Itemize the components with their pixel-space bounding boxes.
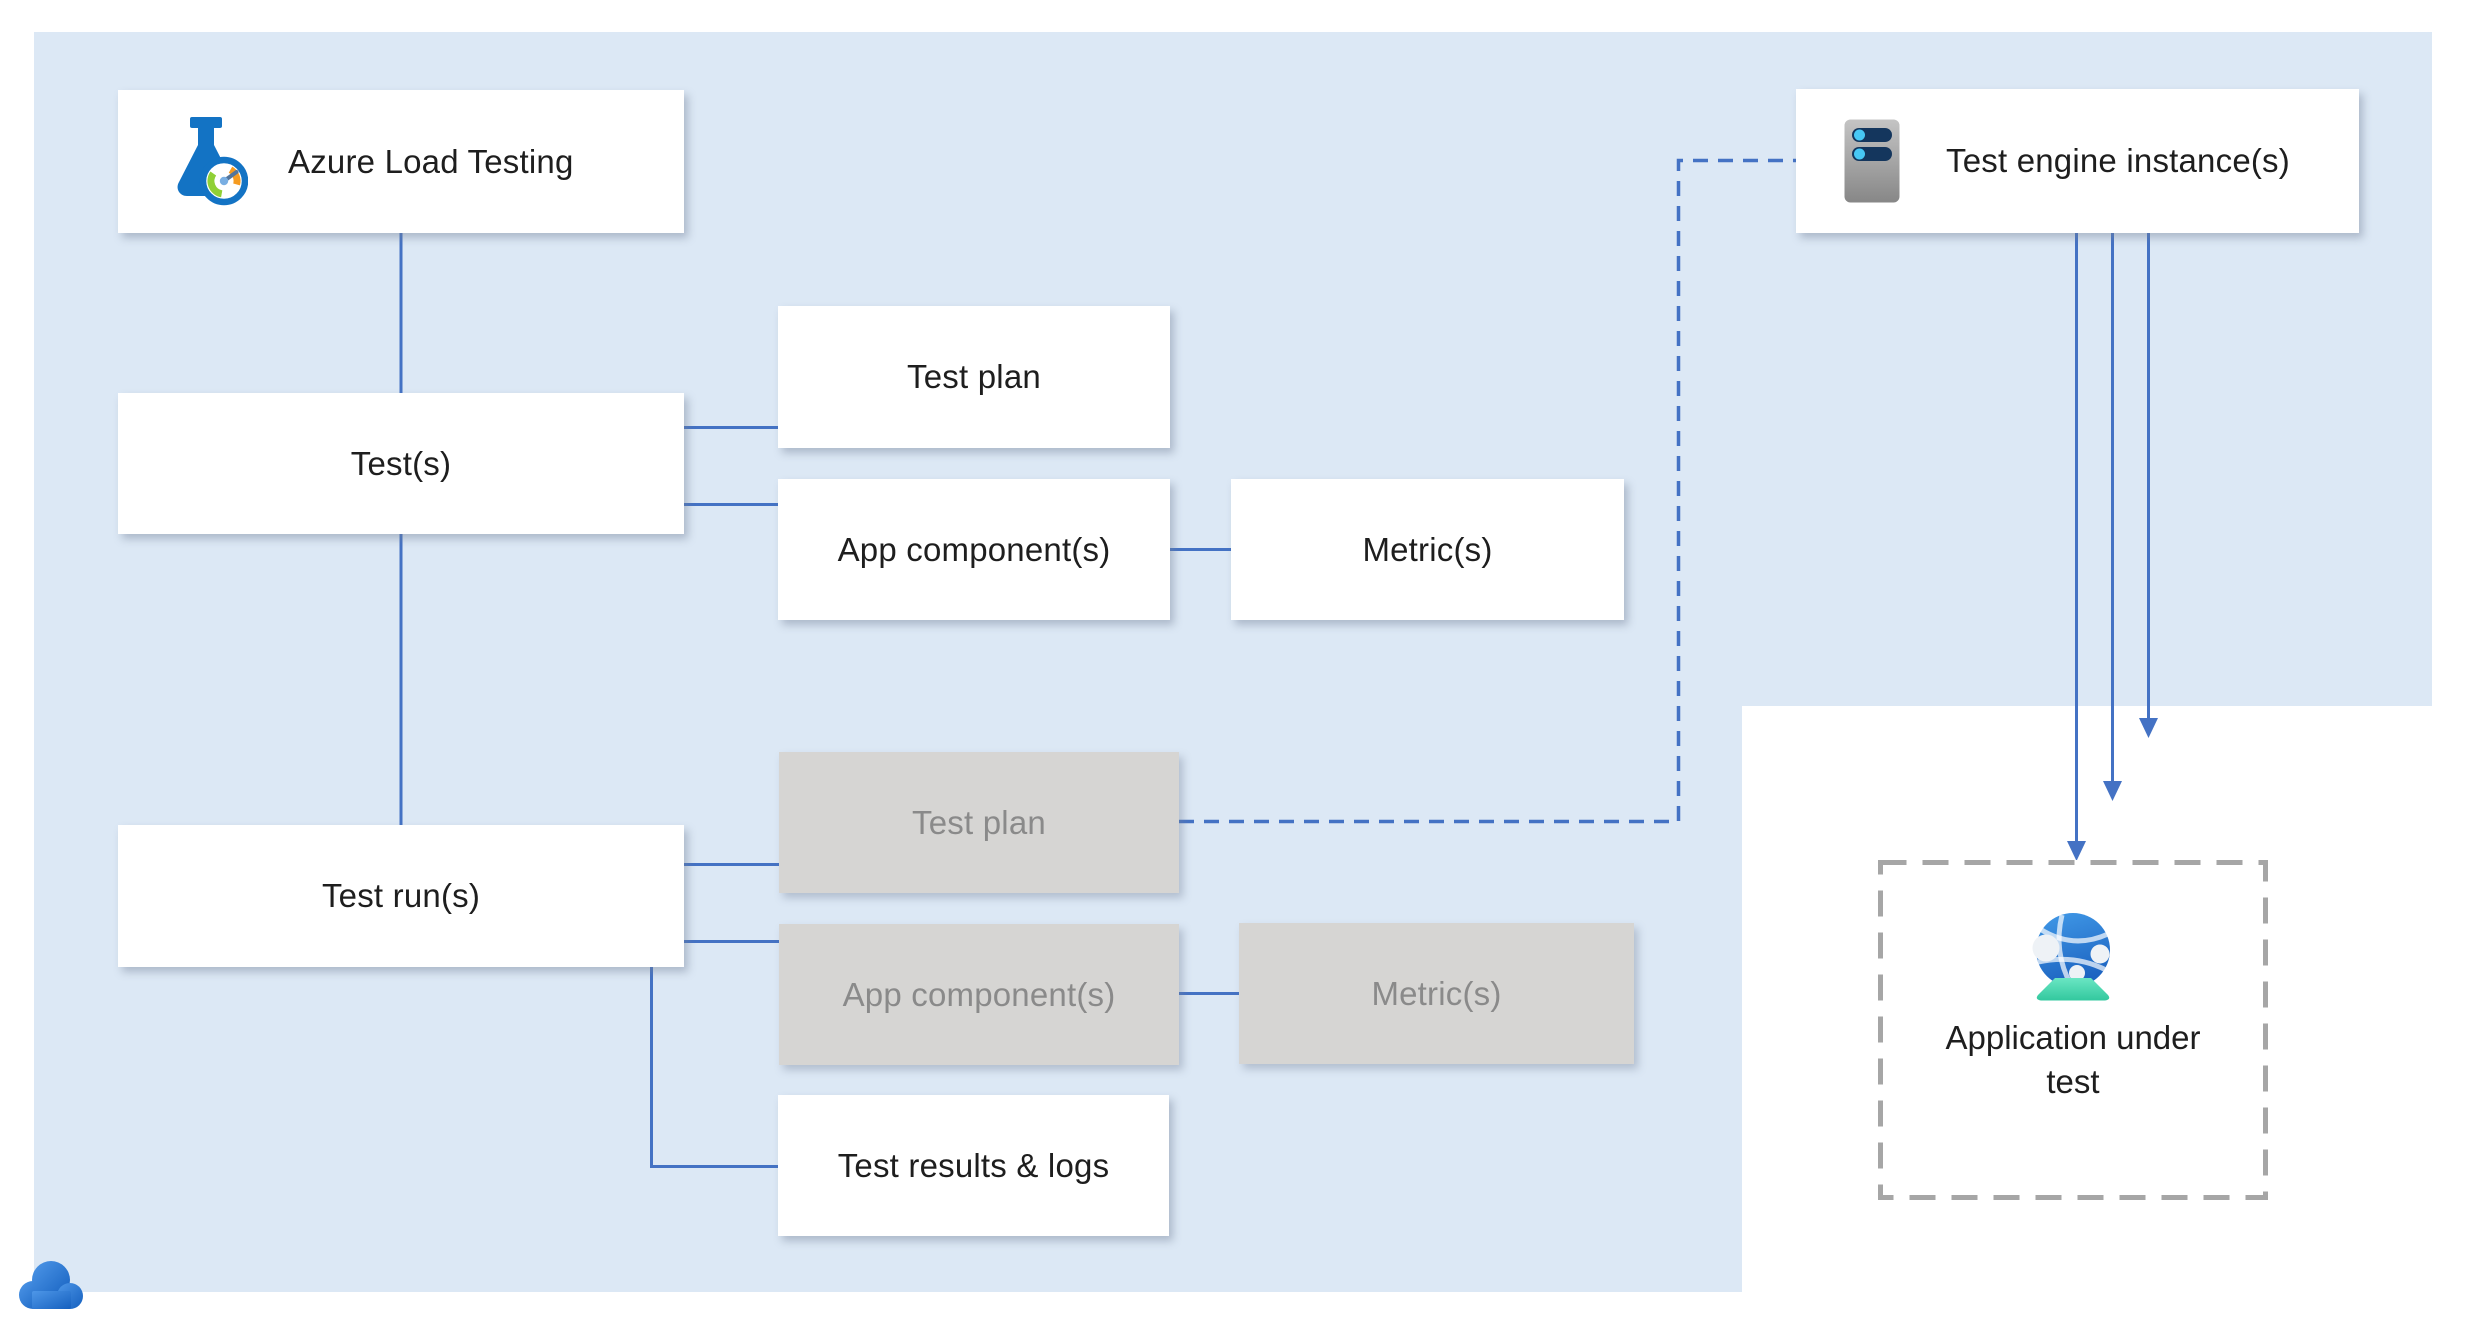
node-label-application-under-test: Application under test: [1945, 1019, 2201, 1100]
node-app-components: App component(s): [778, 479, 1170, 620]
azure-cloud-icon: [19, 1261, 83, 1309]
node-label-run-metrics: Metric(s): [1371, 974, 1502, 1012]
node-test-runs: Test run(s): [118, 825, 684, 967]
node-azure-load-testing: Azure Load Testing: [118, 90, 684, 233]
node-run-metrics: Metric(s): [1239, 923, 1634, 1064]
application-box-dashed-border: [1878, 860, 2268, 1200]
node-test-plan: Test plan: [778, 306, 1170, 448]
node-label-app-components: App component(s): [837, 530, 1111, 568]
node-test-results-logs: Test results & logs: [778, 1095, 1169, 1236]
node-label-test-results-logs: Test results & logs: [837, 1146, 1110, 1184]
server-icon: [1844, 119, 1900, 203]
node-label-azure-load-testing: Azure Load Testing: [288, 142, 574, 180]
node-application-under-test: Application under test: [1878, 860, 2268, 1200]
load-testing-flask-icon: [177, 116, 248, 205]
node-metrics: Metric(s): [1231, 479, 1624, 620]
node-run-app-components: App component(s): [779, 924, 1179, 1065]
node-label-test-engine-instances: Test engine instance(s): [1946, 142, 2290, 179]
node-label-tests: Test(s): [350, 444, 452, 482]
app-service-globe-icon: [2032, 913, 2110, 1001]
node-label-run-app-components: App component(s): [842, 975, 1116, 1013]
node-label-run-test-plan: Test plan: [912, 803, 1046, 841]
node-run-test-plan: Test plan: [779, 752, 1179, 893]
node-label-test-runs: Test run(s): [321, 877, 481, 914]
node-label-metrics: Metric(s): [1362, 530, 1493, 568]
node-test-engine-instances: Test engine instance(s): [1796, 89, 2359, 233]
node-tests: Test(s): [118, 393, 684, 534]
node-label-test-plan: Test plan: [907, 358, 1041, 395]
